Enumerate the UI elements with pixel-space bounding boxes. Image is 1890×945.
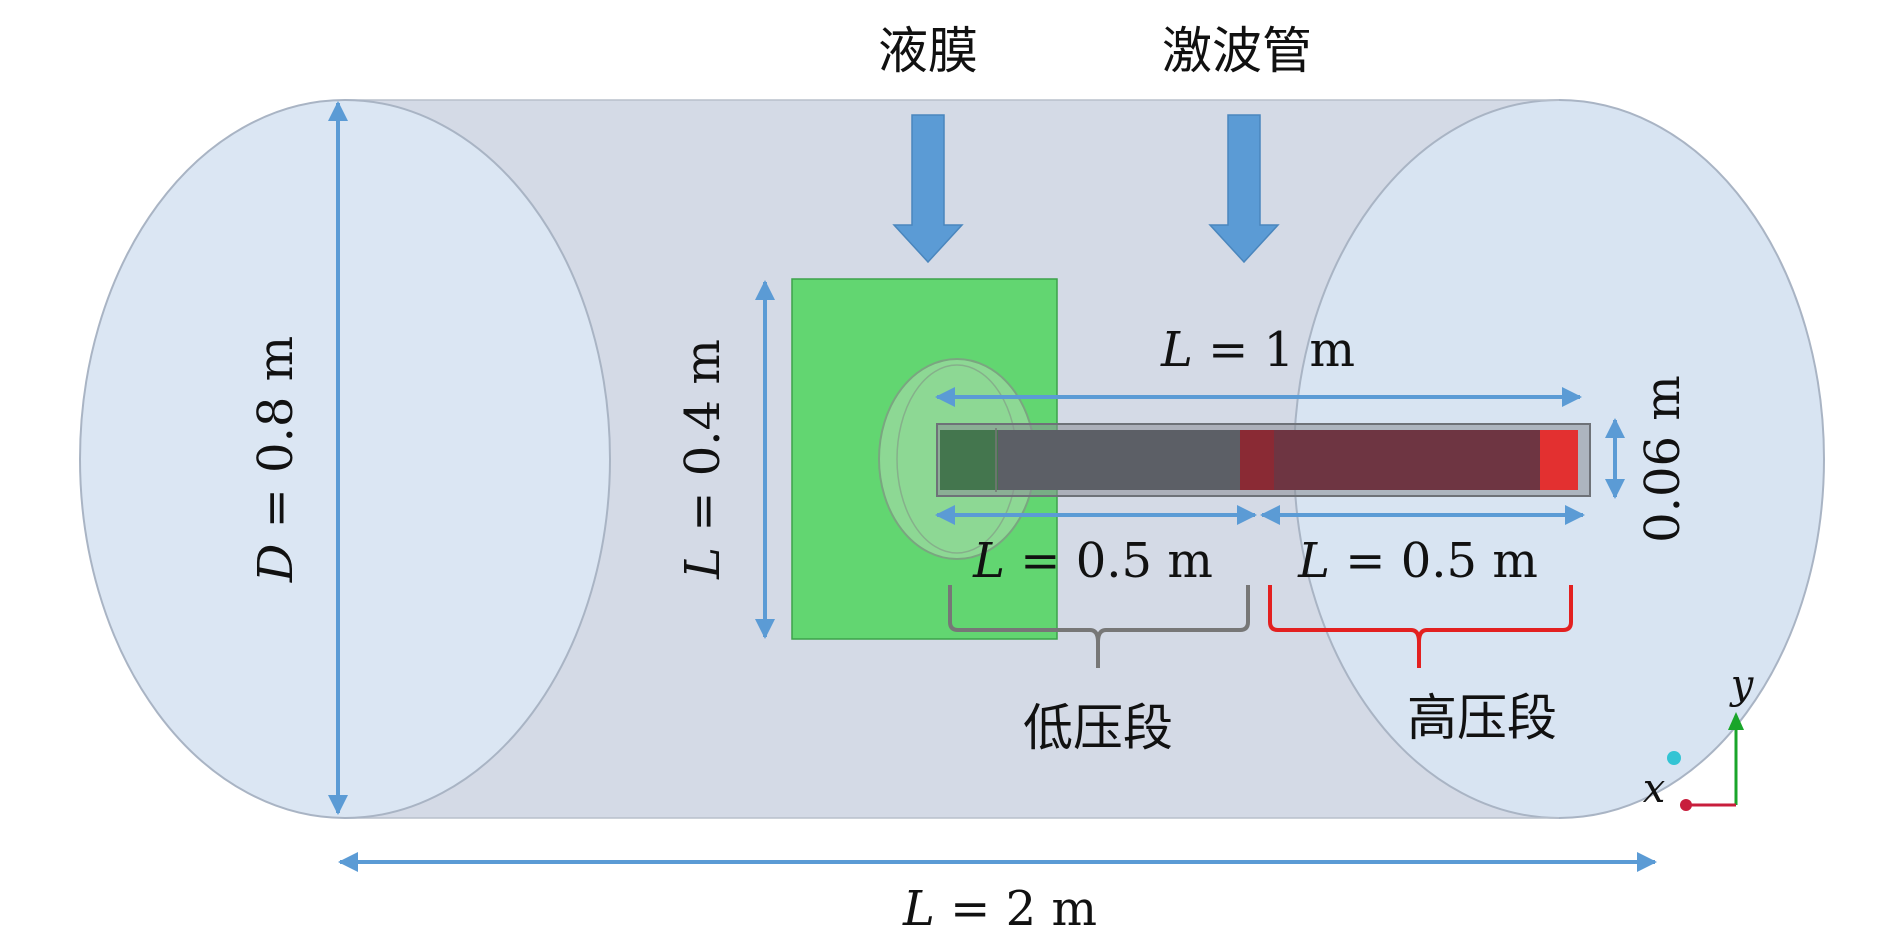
film-pointer-arrow (892, 114, 964, 264)
film-label: 液膜 (878, 22, 978, 80)
cylinder-left-face (79, 99, 611, 819)
tube-high-pressure-end (1540, 430, 1578, 490)
tube-pointer-arrow (1208, 114, 1280, 264)
low-section-length-label: L = 0.5 m (972, 533, 1213, 589)
tube-length-label: L = 1 m (1160, 322, 1355, 378)
x-axis-label: x (1643, 766, 1666, 812)
tube-diameter-label: 0.06 m (1635, 375, 1691, 543)
low-pressure-brace (948, 585, 1250, 668)
high-pressure-label: 高压段 (1407, 689, 1557, 747)
y-axis-label: y (1729, 662, 1755, 708)
z-axis-dot (1667, 751, 1681, 765)
shock-tube (936, 423, 1591, 497)
film-length-label: L = 0.4 m (675, 339, 731, 580)
tube-high-pressure-section (1240, 430, 1540, 490)
low-pressure-label: 低压段 (1023, 699, 1173, 757)
high-pressure-brace (1268, 585, 1573, 668)
diameter-label: D = 0.8 m (248, 336, 304, 583)
coordinate-triad: y x (1643, 662, 1755, 812)
high-section-length-label: L = 0.5 m (1297, 533, 1538, 589)
origin-dot (1680, 799, 1692, 811)
total-length-label: L = 2 m (902, 881, 1097, 937)
shock-tube-label: 激波管 (1162, 22, 1312, 80)
tube-low-pressure-start (940, 430, 998, 490)
y-axis-arrowhead (1728, 712, 1744, 730)
tube-diaphragm (1240, 430, 1274, 490)
